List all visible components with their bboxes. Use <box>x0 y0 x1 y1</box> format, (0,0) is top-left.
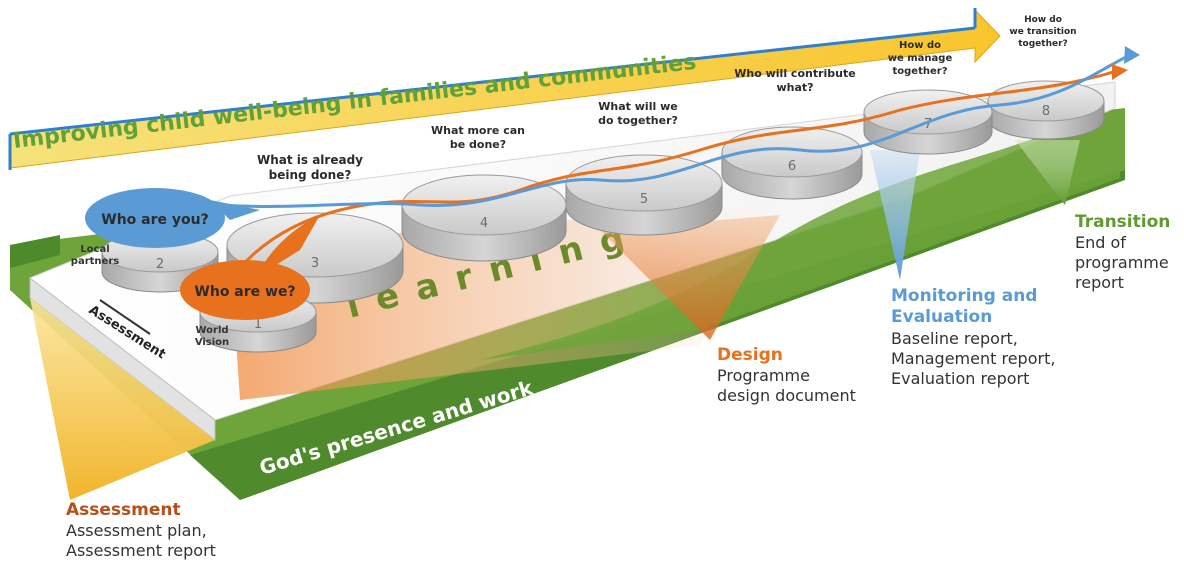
blue-ribbon-arrowhead <box>1124 46 1140 64</box>
phase-design-doc-1: Programme <box>717 366 810 386</box>
phase-transition-doc-3: report <box>1075 273 1124 293</box>
bubble-sub-wv-2: Vision <box>195 337 229 348</box>
phase-design: Design Programme design document <box>717 345 856 406</box>
phase-monitoring-title: Monitoring and Evaluation <box>891 286 1038 328</box>
bubble-sub-local-2: partners <box>71 256 119 267</box>
step-disc-4: 4 <box>401 174 567 262</box>
orange-ribbon <box>228 68 1121 281</box>
phase-assessment: Assessment Assessment plan, Assessment r… <box>66 500 216 561</box>
monitoring-fan <box>870 150 920 280</box>
step-number-8: 8 <box>1042 104 1050 119</box>
phase-fans <box>30 140 1080 500</box>
step-number-1: 1 <box>254 317 262 332</box>
step-disc-8: 8 <box>987 80 1105 140</box>
phase-monitoring-doc-3: Evaluation report <box>891 368 1030 388</box>
step-number-5: 5 <box>640 192 648 207</box>
phase-monitoring-doc-2: Management report, <box>891 348 1056 368</box>
step-number-4: 4 <box>480 216 488 231</box>
bubble-local-partners-text: Who are you? <box>101 212 208 228</box>
phase-monitoring-doc-1: Baseline report, <box>891 328 1018 348</box>
phase-transition-doc-1: End of <box>1075 233 1126 253</box>
ribbons <box>219 46 1140 281</box>
phase-transition: Transition End of programme report <box>1075 212 1170 293</box>
bubble-world-vision-text: Who are we? <box>194 284 295 300</box>
phase-transition-title: Transition <box>1075 212 1171 232</box>
bubble-sublabels: Local partners World Vision <box>71 244 229 348</box>
step-disc-7: 7 <box>863 89 993 155</box>
phase-assessment-doc-1: Assessment plan, <box>66 521 207 541</box>
phase-design-title: Design <box>717 345 783 365</box>
step-number-7: 7 <box>924 117 932 132</box>
phase-assessment-doc-2: Assessment report <box>66 541 216 561</box>
phase-monitoring: Monitoring and Evaluation Baseline repor… <box>891 286 1061 389</box>
bubble-world-vision: Who are we? <box>180 215 320 320</box>
assessment-fan <box>30 298 215 500</box>
step-disc-5: 5 <box>565 154 723 236</box>
step-number-2: 2 <box>156 257 164 272</box>
banner-title: Improving child well-being in families a… <box>12 50 698 154</box>
bubble-local-partners: Who are you? <box>85 188 260 248</box>
phase-assessment-title: Assessment <box>66 500 181 520</box>
step-number-6: 6 <box>788 159 796 174</box>
blue-ribbon <box>219 53 1131 208</box>
side-divider <box>99 299 151 335</box>
step-number-3: 3 <box>311 256 319 271</box>
bubble-sub-local-1: Local <box>80 244 109 255</box>
phase-design-doc-2: design document <box>717 386 856 406</box>
design-fan <box>600 215 780 340</box>
bubble-sub-wv-1: World <box>195 325 228 336</box>
orange-ribbon-arrowhead <box>1112 64 1128 80</box>
step-disc-6: 6 <box>721 126 863 200</box>
transition-fan <box>1015 140 1080 205</box>
phase-transition-doc-2: programme <box>1075 253 1169 273</box>
